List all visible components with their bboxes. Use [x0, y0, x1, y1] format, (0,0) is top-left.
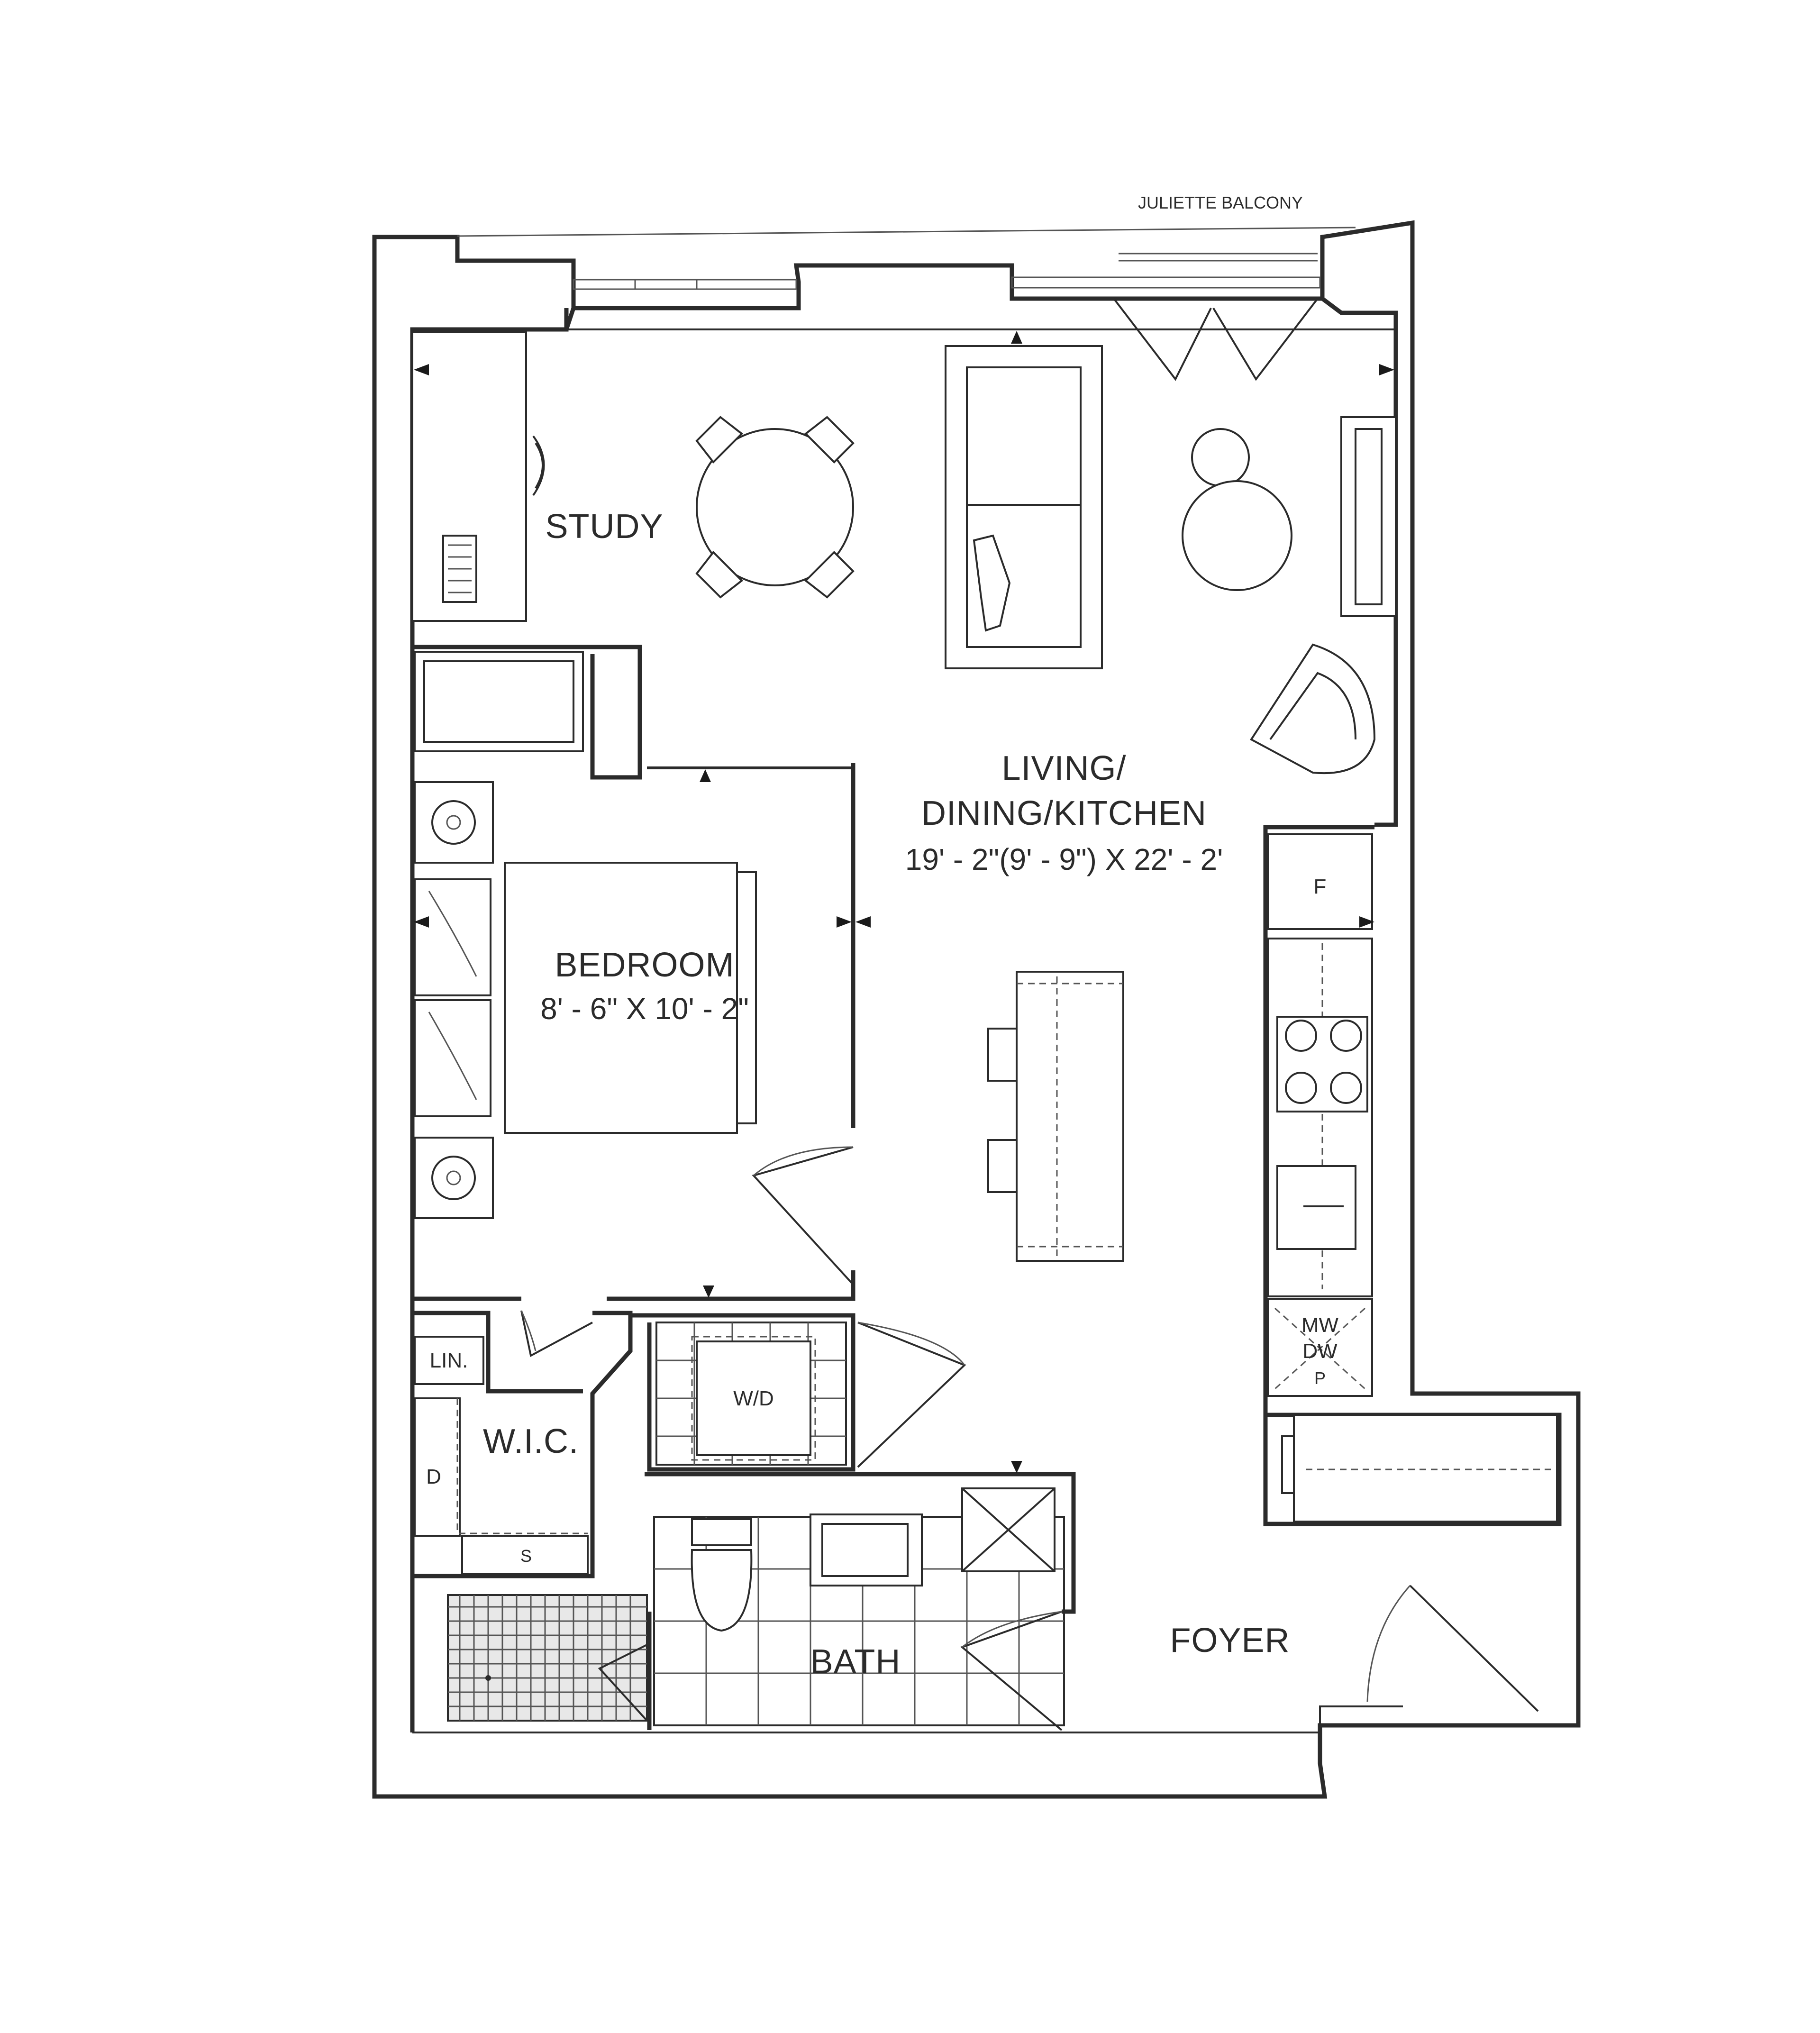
mechanical-shaft [961, 1487, 1056, 1572]
linen-label: LIN. [430, 1349, 468, 1372]
study-label: STUDY [545, 508, 663, 546]
wic-label: W.I.C. [483, 1422, 579, 1460]
wic-walls [412, 1310, 633, 1578]
microwave-label: MW [1301, 1313, 1339, 1337]
sofa [945, 345, 1103, 669]
balcony-label: JULIETTE BALCONY [1138, 193, 1303, 212]
lounge-chair [1250, 643, 1376, 775]
washer-dryer-label: W/D [733, 1387, 774, 1410]
bedroom-label: BEDROOM [555, 946, 734, 984]
bedroom-dimensions: 8' - 6" X 10' - 2" [540, 992, 749, 1026]
dishwasher-label: DW [1302, 1340, 1338, 1363]
pantry-label: P [1314, 1368, 1326, 1388]
living-dimensions: 19' - 2"(9' - 9") X 22' - 2' [905, 842, 1223, 876]
bed [414, 862, 757, 1134]
living-label-line2: DINING/KITCHEN [921, 794, 1207, 832]
shower [447, 1594, 648, 1722]
balcony-doors [1113, 298, 1319, 381]
bath-walls [645, 1472, 1076, 1730]
kitchen-island [987, 971, 1124, 1262]
juliette-balcony [457, 227, 1356, 262]
foyer-closet [1263, 1401, 1562, 1526]
dimension-arrows [414, 331, 1394, 1473]
window-right [1011, 276, 1321, 289]
foyer-label: FOYER [1170, 1622, 1290, 1659]
bedroom-door [752, 1146, 854, 1285]
fridge-label: F [1314, 875, 1327, 898]
toilet [691, 1518, 753, 1632]
kitchen-counter [1263, 825, 1374, 1526]
tv-console [1340, 416, 1397, 617]
shelf-label: S [520, 1546, 532, 1566]
living-label-line1: LIVING/ [1001, 749, 1126, 787]
vanity [810, 1513, 923, 1586]
bedroom-walls [412, 645, 855, 1301]
entry-door [1366, 1585, 1539, 1712]
bath-door [960, 1611, 1063, 1731]
side-tables [1182, 428, 1292, 591]
drawer-label: D [426, 1465, 441, 1488]
laundry [630, 1313, 966, 1472]
exterior-walls [372, 220, 1581, 1799]
bath-label: BATH [810, 1643, 901, 1681]
nightstands [414, 781, 494, 1219]
window-left [573, 279, 797, 290]
dining-table [695, 416, 855, 599]
bedroom-closet [414, 651, 584, 752]
study-desk [411, 331, 545, 622]
